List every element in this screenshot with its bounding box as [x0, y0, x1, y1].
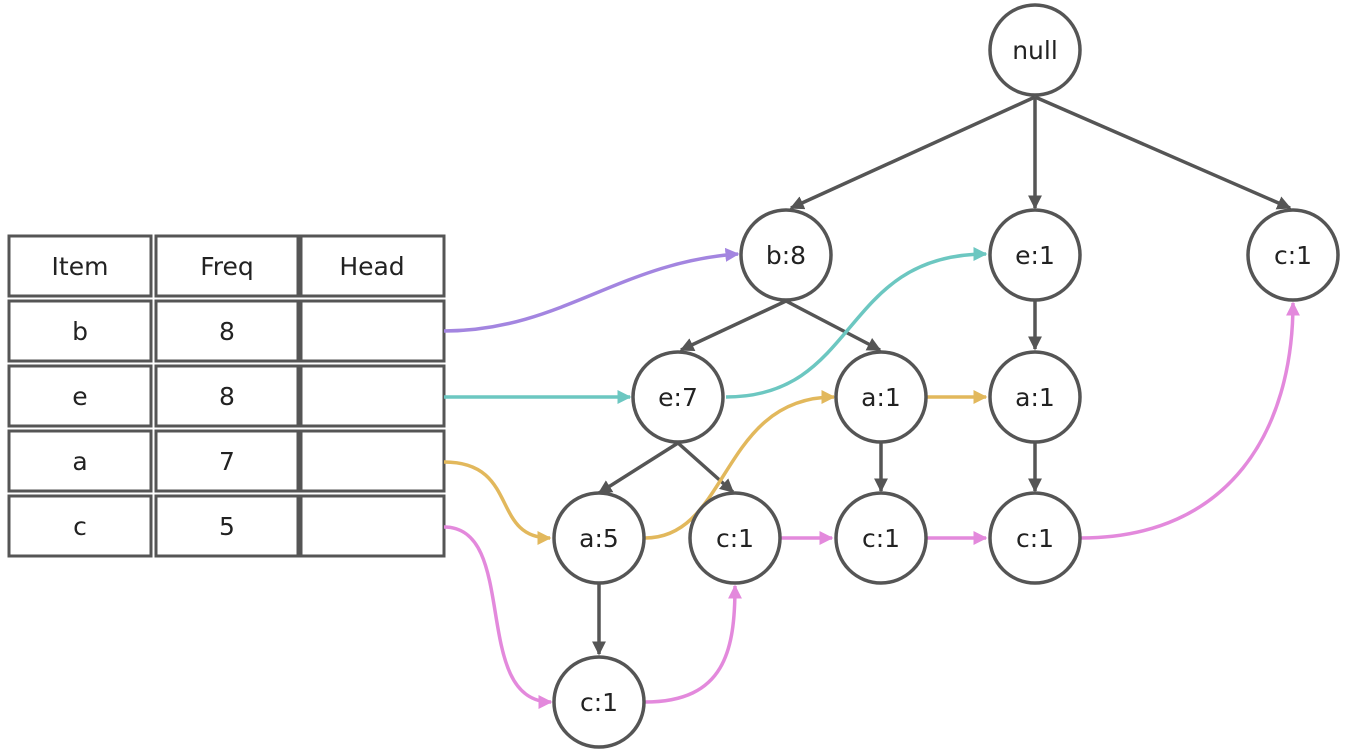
node-links [443, 247, 1300, 709]
node-label: c:1 [580, 688, 618, 717]
tree-node-c1-e7: c:1 [688, 491, 782, 585]
tree-node-a1-mid: a:1 [834, 350, 928, 444]
tree-node-c1-a1mid: c:1 [834, 491, 928, 585]
node-label: null [1012, 36, 1058, 65]
head-pointer-cell [299, 494, 446, 558]
header-table: Item Freq Head b 8 e 8 a 7 [7, 234, 446, 558]
node-label: e:1 [1015, 241, 1055, 270]
head-pointer-cell [299, 299, 446, 363]
node-label: e:7 [658, 383, 698, 412]
row-freq: 7 [219, 447, 235, 476]
node-label: a:1 [861, 383, 901, 412]
node-label: b:8 [766, 241, 806, 270]
table-header-freq: Freq [200, 252, 254, 281]
node-link-a [443, 460, 552, 545]
node-label: c:1 [862, 524, 900, 553]
tree-node-b8: b:8 [739, 208, 833, 302]
tree-node-e1-top: e:1 [988, 208, 1082, 302]
tree-nodes: null b:8 e:1 c:1 e:7 a:1 a:1 a:5 [552, 3, 1340, 749]
node-label: c:1 [1016, 524, 1054, 553]
node-link-c [443, 525, 553, 709]
table-header-cell-freq [154, 234, 300, 298]
table-row: e 8 [7, 364, 446, 428]
tree-node-c1-top: c:1 [1246, 208, 1340, 302]
row-freq: 8 [219, 317, 235, 346]
head-pointer-cell [299, 364, 446, 428]
table-row: a 7 [7, 429, 446, 493]
tree-edge [789, 95, 1036, 210]
tree-edge [785, 299, 882, 352]
node-link-c [1080, 301, 1300, 540]
tree-edge [597, 441, 679, 495]
tree-edge [1034, 95, 1292, 210]
table-header-cell-head [299, 234, 446, 298]
row-item: b [72, 317, 88, 346]
tree-edge [676, 441, 735, 494]
tree-node-a5: a:5 [552, 491, 646, 585]
row-freq: 8 [219, 382, 235, 411]
table-header-item: Item [52, 252, 109, 281]
table-row: c 5 [7, 494, 446, 558]
row-item: c [73, 512, 87, 541]
table-header-cell-item [7, 234, 153, 298]
table-row: b 8 [7, 299, 446, 363]
table-header-head: Head [339, 252, 404, 281]
tree-node-root: null [988, 3, 1082, 97]
head-pointer-cell [299, 429, 446, 493]
node-link-b [443, 247, 740, 333]
row-item: a [72, 447, 87, 476]
tree-node-a1-right: a:1 [988, 350, 1082, 444]
tree-node-c1-a5: c:1 [552, 655, 646, 749]
node-label: a:5 [579, 524, 619, 553]
tree-node-c1-a1right: c:1 [988, 491, 1082, 585]
node-link-e [725, 247, 988, 399]
tree-edges [592, 95, 1292, 656]
node-link-a [644, 390, 836, 540]
node-link-c [644, 584, 742, 704]
node-label: a:1 [1015, 383, 1055, 412]
row-item: e [72, 382, 87, 411]
tree-node-e7: e:7 [631, 350, 725, 444]
node-label: c:1 [716, 524, 754, 553]
tree-edge [679, 299, 787, 352]
row-freq: 5 [219, 512, 235, 541]
node-label: c:1 [1274, 241, 1312, 270]
